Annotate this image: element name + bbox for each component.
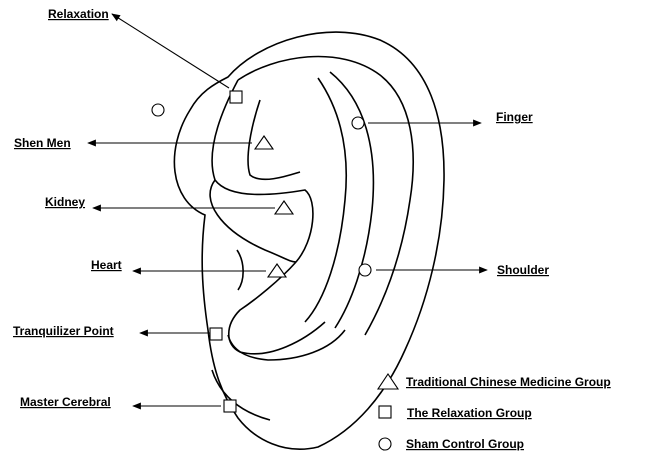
relaxation-arrow [112,14,229,88]
shen-men-triangle-marker [255,136,273,149]
label-heart: Heart [91,258,122,272]
legend-relaxation-group: The Relaxation Group [407,406,532,420]
finger-circle-marker [352,117,364,129]
legend-triangle-icon [378,374,398,389]
label-relaxation: Relaxation [48,7,109,21]
legend-square-icon [379,406,391,418]
label-shen-men: Shen Men [14,136,71,150]
legend: Traditional Chinese Medicine Group The R… [378,374,611,451]
legend-circle-icon [379,438,391,450]
label-tranquilizer: Tranquilizer Point [13,324,114,338]
label-shoulder: Shoulder [497,263,549,277]
ear-outline [174,32,444,449]
legend-tcm: Traditional Chinese Medicine Group [406,375,611,389]
tranquilizer-square-marker [210,328,222,340]
kidney-triangle-marker [275,201,293,214]
sham-circle-marker-left [152,104,164,116]
label-kidney: Kidney [45,195,85,209]
label-finger: Finger [496,110,533,124]
point-markers [152,91,371,412]
shoulder-circle-marker [359,264,371,276]
heart-triangle-marker [268,264,286,277]
label-master-cerebral: Master Cerebral [20,395,111,409]
master-cerebral-square-marker [224,400,236,412]
relaxation-square-marker [230,91,242,103]
legend-sham: Sham Control Group [406,437,524,451]
